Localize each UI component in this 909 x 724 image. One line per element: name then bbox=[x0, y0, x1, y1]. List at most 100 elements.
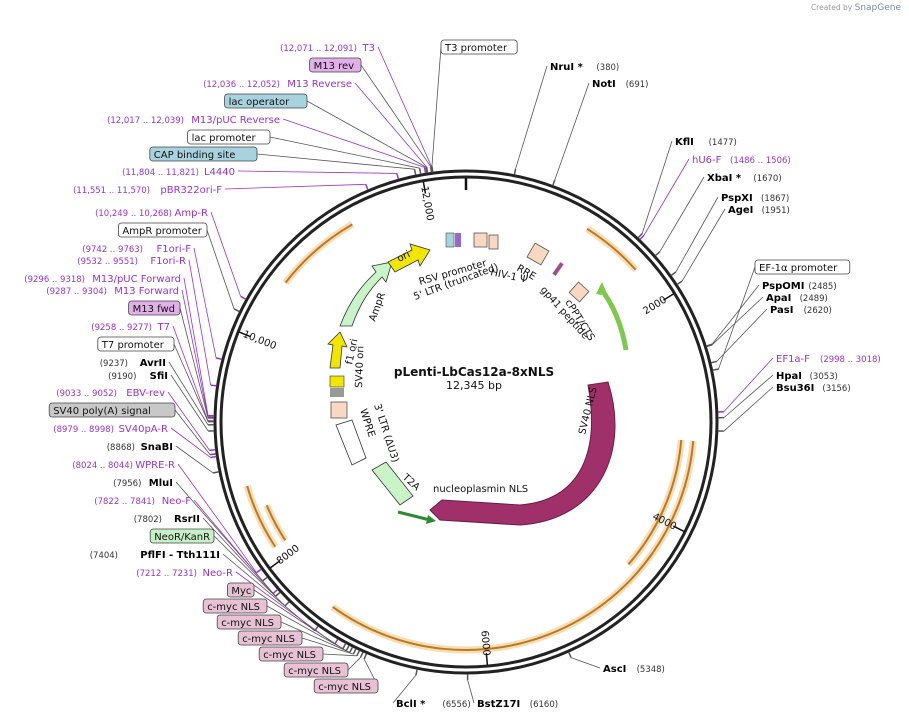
enzyme-site-label[interactable]: BclI *(6556) bbox=[396, 699, 471, 710]
enzyme-site-label[interactable]: NotI(691) bbox=[592, 79, 648, 90]
feature-label: SV40 ori bbox=[354, 346, 366, 388]
leader-line bbox=[711, 296, 764, 346]
feature-callout[interactable]: SV40 poly(A) signal bbox=[48, 402, 176, 418]
enzyme-site-label[interactable]: SnaBI(8868) bbox=[107, 442, 173, 453]
primer-label[interactable]: M13 Reverse(12,036 .. 12,052) bbox=[203, 79, 352, 90]
ori-feature[interactable] bbox=[387, 243, 431, 273]
leader-line bbox=[175, 445, 214, 474]
primer-label[interactable]: M13 Forward(9287 .. 9304) bbox=[46, 286, 179, 297]
site-tick bbox=[342, 643, 347, 650]
primer-label[interactable]: Neo-R(7212 .. 7231) bbox=[136, 568, 233, 579]
primer-label[interactable]: Amp-R(10,249 .. 10,268) bbox=[95, 208, 208, 219]
ltr3-feature[interactable] bbox=[330, 401, 348, 419]
lac-operator-feature[interactable] bbox=[445, 232, 455, 248]
primer-label[interactable]: T7(9258 .. 9277) bbox=[91, 322, 170, 333]
callout-box bbox=[237, 630, 303, 646]
gp41-feature[interactable] bbox=[552, 262, 564, 276]
site-tick bbox=[345, 644, 350, 651]
enzyme-site-label[interactable]: SfiI(9190) bbox=[108, 371, 168, 382]
ruler-tick bbox=[238, 331, 251, 338]
site-coords: (10,249 .. 10,268) bbox=[95, 209, 172, 219]
feature-callout[interactable]: M13 fwd bbox=[128, 300, 181, 316]
enzyme-site-label[interactable]: ApaI(2489) bbox=[766, 293, 828, 304]
enzyme-site-label[interactable]: AgeI(1951) bbox=[728, 205, 790, 216]
callout-box bbox=[128, 300, 181, 316]
enzyme-site-label[interactable]: AvrII(9237) bbox=[100, 358, 166, 369]
primer-label[interactable]: L4440(11,804 .. 11,821) bbox=[122, 167, 235, 178]
enzyme-site-label[interactable]: PspXI(1867) bbox=[721, 193, 789, 204]
feature-callout[interactable]: lac promoter bbox=[187, 129, 271, 145]
site-name: HpaI bbox=[776, 371, 802, 382]
ruler-label: 2000 bbox=[641, 294, 668, 317]
feature-callout[interactable]: EF-1α promoter bbox=[754, 259, 851, 275]
sv40-polya-feature[interactable] bbox=[330, 388, 344, 397]
primer-label[interactable]: EBV-rev(9033 .. 9052) bbox=[56, 388, 165, 399]
primer-label[interactable]: SV40pA-R(8979 .. 8998) bbox=[53, 424, 168, 435]
primer-label[interactable]: M13/pUC Reverse(12,017 .. 12,039) bbox=[107, 115, 280, 126]
leader-line bbox=[193, 247, 217, 358]
feature-callout[interactable]: NeoR/KanR bbox=[149, 528, 215, 544]
wpre-feature[interactable] bbox=[335, 419, 367, 466]
primer-label[interactable]: T3(12,071 .. 12,091) bbox=[280, 43, 375, 54]
leader-line bbox=[643, 158, 690, 236]
cppt-feature[interactable] bbox=[568, 281, 590, 303]
feature-callout[interactable]: c-myc NLS bbox=[313, 678, 379, 694]
feature-callout[interactable]: c-myc NLS bbox=[202, 598, 268, 614]
site-coords: (9296 .. 9318) bbox=[24, 275, 85, 285]
callout-text: Myc bbox=[231, 586, 251, 597]
feature-callout[interactable]: c-myc NLS bbox=[216, 614, 282, 630]
site-tick bbox=[364, 184, 369, 191]
enzyme-site-label[interactable]: PspOMI(2485) bbox=[762, 281, 837, 292]
site-tick bbox=[425, 166, 428, 174]
site-coords: (1486 .. 1506) bbox=[730, 156, 791, 166]
enzyme-site-label[interactable]: BstZ17I(6160) bbox=[477, 699, 558, 710]
enzyme-site-label[interactable]: HpaI(3053) bbox=[776, 371, 838, 382]
enzyme-site-label[interactable]: MluI(7956) bbox=[113, 478, 173, 489]
primer-label[interactable]: EF1a-F(2998 .. 3018) bbox=[776, 354, 881, 365]
site-coords: (2485) bbox=[808, 282, 836, 292]
callout-box bbox=[226, 582, 255, 598]
feature-callout[interactable]: M13 rev bbox=[309, 57, 362, 73]
callout-text: T7 promoter bbox=[101, 340, 165, 351]
feature-callout[interactable]: AmpR promoter bbox=[118, 222, 208, 238]
neo-promoter-feature[interactable] bbox=[397, 510, 431, 522]
primer-label[interactable]: WPRE-R(8024 .. 8044) bbox=[72, 460, 175, 471]
feature-callout[interactable]: Myc bbox=[226, 582, 255, 598]
ruler-label: 12,000 bbox=[418, 185, 435, 221]
enzyme-site-label[interactable]: PasI(2620) bbox=[770, 305, 832, 316]
feature-callout[interactable]: T3 promoter bbox=[440, 39, 518, 55]
leader-line bbox=[183, 277, 209, 416]
m13-rev-feature[interactable] bbox=[455, 233, 461, 247]
ef1a-promoter-feature[interactable] bbox=[598, 286, 629, 351]
lbcas12a-feature[interactable] bbox=[429, 381, 616, 526]
enzyme-site-label[interactable]: PflFI - Tth111I(7404) bbox=[90, 550, 220, 561]
primer-label[interactable]: pBR322ori-F(11,551 .. 11,570) bbox=[73, 185, 222, 196]
sv40-ori-feature[interactable] bbox=[329, 375, 345, 388]
site-coords: (2489) bbox=[800, 294, 828, 304]
primer-label[interactable]: M13/pUC Forward(9296 .. 9318) bbox=[24, 274, 181, 285]
feature-callout[interactable]: c-myc NLS bbox=[237, 630, 303, 646]
enzyme-site-label[interactable]: XbaI *(1670) bbox=[707, 173, 782, 184]
primer-label[interactable]: hU6-F(1486 .. 1506) bbox=[692, 155, 791, 166]
f1-ori-feature[interactable] bbox=[327, 331, 348, 369]
rre-feature[interactable] bbox=[526, 242, 550, 266]
site-name: Amp-R bbox=[175, 208, 209, 219]
rsv-promoter-feature[interactable] bbox=[473, 232, 488, 248]
feature-callout[interactable]: lac operator bbox=[224, 93, 308, 109]
site-name: F1ori-R bbox=[150, 256, 186, 267]
primer-label[interactable]: F1ori-R(9532 .. 9551) bbox=[77, 256, 186, 267]
enzyme-site-label[interactable]: KflI(1477) bbox=[675, 137, 737, 148]
primer-label[interactable]: Neo-F(7822 .. 7841) bbox=[94, 496, 191, 507]
feature-callout[interactable]: CAP binding site bbox=[149, 146, 258, 162]
enzyme-site-label[interactable]: AscI(5348) bbox=[603, 664, 665, 675]
ltr5-feature[interactable] bbox=[488, 234, 499, 250]
primer-label[interactable]: F1ori-F(9742 .. 9763) bbox=[82, 244, 191, 255]
feature-callout[interactable]: T7 promoter bbox=[97, 336, 175, 352]
site-tick bbox=[418, 168, 422, 175]
enzyme-site-label[interactable]: Bsu36I(3156) bbox=[776, 383, 851, 394]
feature-callout[interactable]: c-myc NLS bbox=[283, 662, 349, 678]
t2a-feature[interactable] bbox=[371, 461, 414, 506]
enzyme-site-label[interactable]: RsrII(7802) bbox=[134, 514, 200, 525]
enzyme-site-label[interactable]: NruI *(380) bbox=[550, 62, 619, 73]
feature-callout[interactable]: c-myc NLS bbox=[258, 646, 324, 662]
